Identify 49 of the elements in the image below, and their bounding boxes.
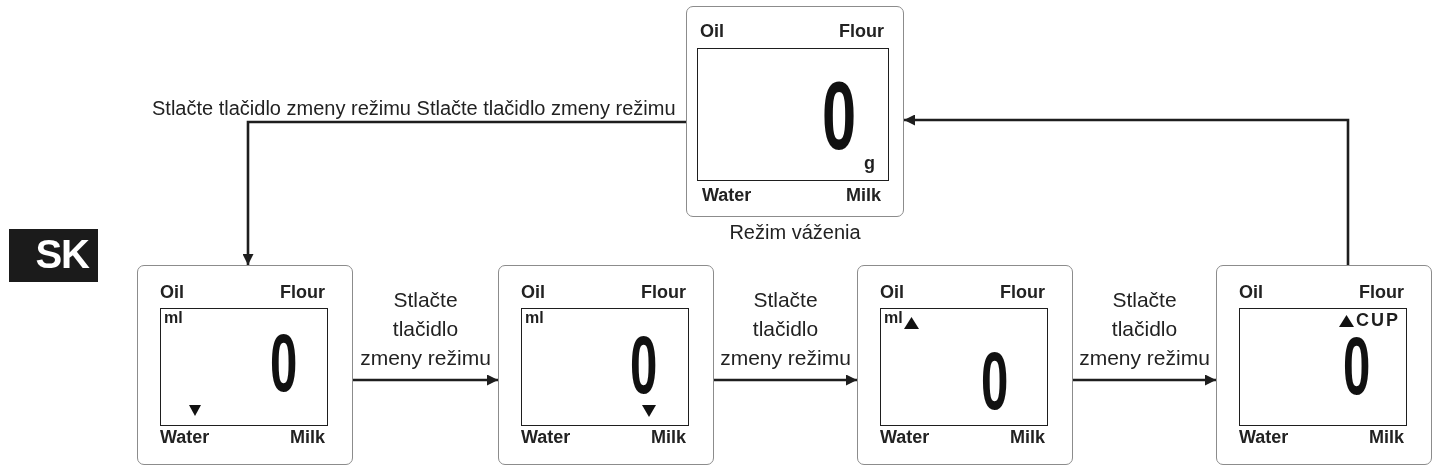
arrow [904, 114, 1350, 265]
label-tag [9, 229, 98, 282]
ingredient-label: Water [160, 427, 210, 448]
ingredient-label: Milk [846, 185, 881, 206]
unit-label: ml [525, 309, 544, 327]
ingredient-label: Flour [1359, 282, 1404, 303]
ingredient-label: Flour [641, 282, 686, 303]
ingredient-label: Milk [1010, 427, 1045, 448]
lcd-display [137, 265, 353, 465]
ingredient-label: Flour [1000, 282, 1045, 303]
lcd-screen [160, 308, 328, 426]
arrow [714, 374, 857, 386]
arrow [242, 120, 686, 265]
ingredient-label: Flour [839, 21, 884, 42]
lcd-screen [697, 48, 889, 181]
ingredient-label: Flour [280, 282, 325, 303]
unit-label: ml [164, 309, 183, 327]
arrow [353, 374, 498, 386]
ingredient-label: Oil [521, 282, 545, 303]
lcd-screen [1239, 308, 1407, 426]
lcd-screen [880, 308, 1048, 426]
digit-readout: 0 [981, 348, 1009, 414]
ingredient-label: Oil [700, 21, 724, 42]
digit-readout: 0 [822, 78, 857, 155]
lcd-display [498, 265, 714, 465]
ingredient-label: Milk [290, 427, 325, 448]
digit-readout: 0 [630, 332, 658, 398]
unit-label: ml [884, 309, 903, 327]
lcd-display [857, 265, 1073, 465]
ingredient-label: Water [521, 427, 571, 448]
edge-label: Stlačte tlačidlo zmeny režimu Stlačte tlačidlo zmeny režimu [152, 97, 676, 120]
display-caption: Režim váženia [729, 221, 861, 244]
digit-readout: 0 [270, 330, 298, 396]
arrow [1073, 374, 1216, 386]
ingredient-label: Milk [1369, 427, 1404, 448]
lcd-screen [521, 308, 689, 426]
ingredient-label: Water [1239, 427, 1289, 448]
ingredient-label: Water [880, 427, 930, 448]
ingredient-label: Oil [160, 282, 184, 303]
lcd-display [686, 6, 904, 217]
ingredient-label: Oil [880, 282, 904, 303]
unit-label: CUP [1356, 310, 1400, 331]
language-code: SK [35, 232, 89, 277]
ingredient-label: Milk [651, 427, 686, 448]
lcd-display [1216, 265, 1432, 465]
digit-readout: 0 [1343, 333, 1371, 399]
ingredient-label: Water [702, 185, 752, 206]
unit-label: g [864, 153, 875, 174]
ingredient-label: Oil [1239, 282, 1263, 303]
